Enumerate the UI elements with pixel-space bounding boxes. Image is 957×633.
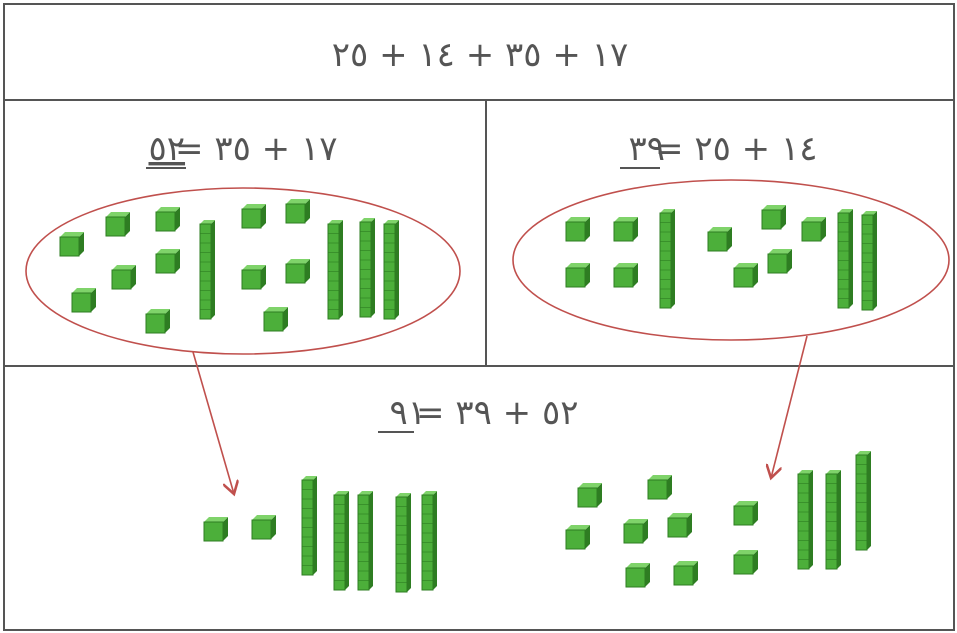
ten-rod	[856, 451, 871, 550]
bottom-equation-prefix: ٥٢ + ٣٩ =	[416, 393, 578, 433]
right-group-blocks	[566, 205, 877, 310]
ten-rod	[358, 491, 373, 590]
right-equation: ١٤ + ٢٥ =٣٩	[629, 129, 818, 169]
unit-cube	[242, 265, 266, 289]
ten-rod	[826, 470, 841, 569]
unit-cube	[624, 519, 648, 543]
bottom-right-blocks	[566, 451, 871, 587]
ten-rod	[396, 493, 411, 592]
right-equation-prefix: ١٤ + ٢٥ =	[655, 129, 817, 169]
ten-rod	[302, 476, 317, 575]
unit-cube	[146, 309, 170, 333]
unit-cube	[286, 199, 310, 223]
ten-rod	[798, 470, 813, 569]
unit-cube	[802, 217, 826, 241]
unit-cube	[578, 483, 602, 507]
ten-rod	[328, 220, 343, 319]
unit-cube	[204, 517, 228, 541]
unit-cube	[252, 515, 276, 539]
ten-rod	[838, 209, 853, 308]
right-arrow	[771, 336, 807, 478]
unit-cube	[668, 513, 692, 537]
unit-cube	[72, 288, 96, 312]
unit-cube	[286, 259, 310, 283]
unit-cube	[614, 263, 638, 287]
right-group-ellipse	[513, 180, 949, 340]
unit-cube	[264, 307, 288, 331]
unit-cube	[112, 265, 136, 289]
unit-cube	[708, 227, 732, 251]
unit-cube	[626, 563, 650, 587]
unit-cube	[734, 263, 758, 287]
left-equation-prefix: ١٧ + ٣٥ =	[175, 129, 337, 169]
ten-rod	[200, 220, 215, 319]
unit-cube	[768, 249, 792, 273]
bottom-equation: ٥٢ + ٣٩ =٩١	[390, 393, 579, 433]
left-group-blocks	[60, 199, 399, 333]
ten-rod	[422, 491, 437, 590]
unit-cube	[242, 204, 266, 228]
unit-cube	[614, 217, 638, 241]
unit-cube	[734, 501, 758, 525]
bottom-left-blocks	[204, 476, 437, 592]
unit-cube	[762, 205, 786, 229]
unit-cube	[734, 550, 758, 574]
unit-cube	[60, 232, 84, 256]
top-equation: ١٧ + ٣٥ + ١٤ + ٢٥	[332, 35, 628, 75]
left-equation: ١٧ + ٣٥ =٥٢	[149, 129, 338, 169]
ten-rod	[334, 491, 349, 590]
unit-cube	[156, 249, 180, 273]
ten-rod	[360, 218, 375, 317]
unit-cube	[648, 475, 672, 499]
unit-cube	[674, 561, 698, 585]
ten-rod	[384, 220, 399, 319]
ten-rod	[862, 211, 877, 310]
ten-rod	[660, 209, 675, 308]
unit-cube	[566, 525, 590, 549]
unit-cube	[566, 263, 590, 287]
unit-cube	[106, 212, 130, 236]
unit-cube	[156, 207, 180, 231]
unit-cube	[566, 217, 590, 241]
left-arrow	[193, 352, 234, 494]
